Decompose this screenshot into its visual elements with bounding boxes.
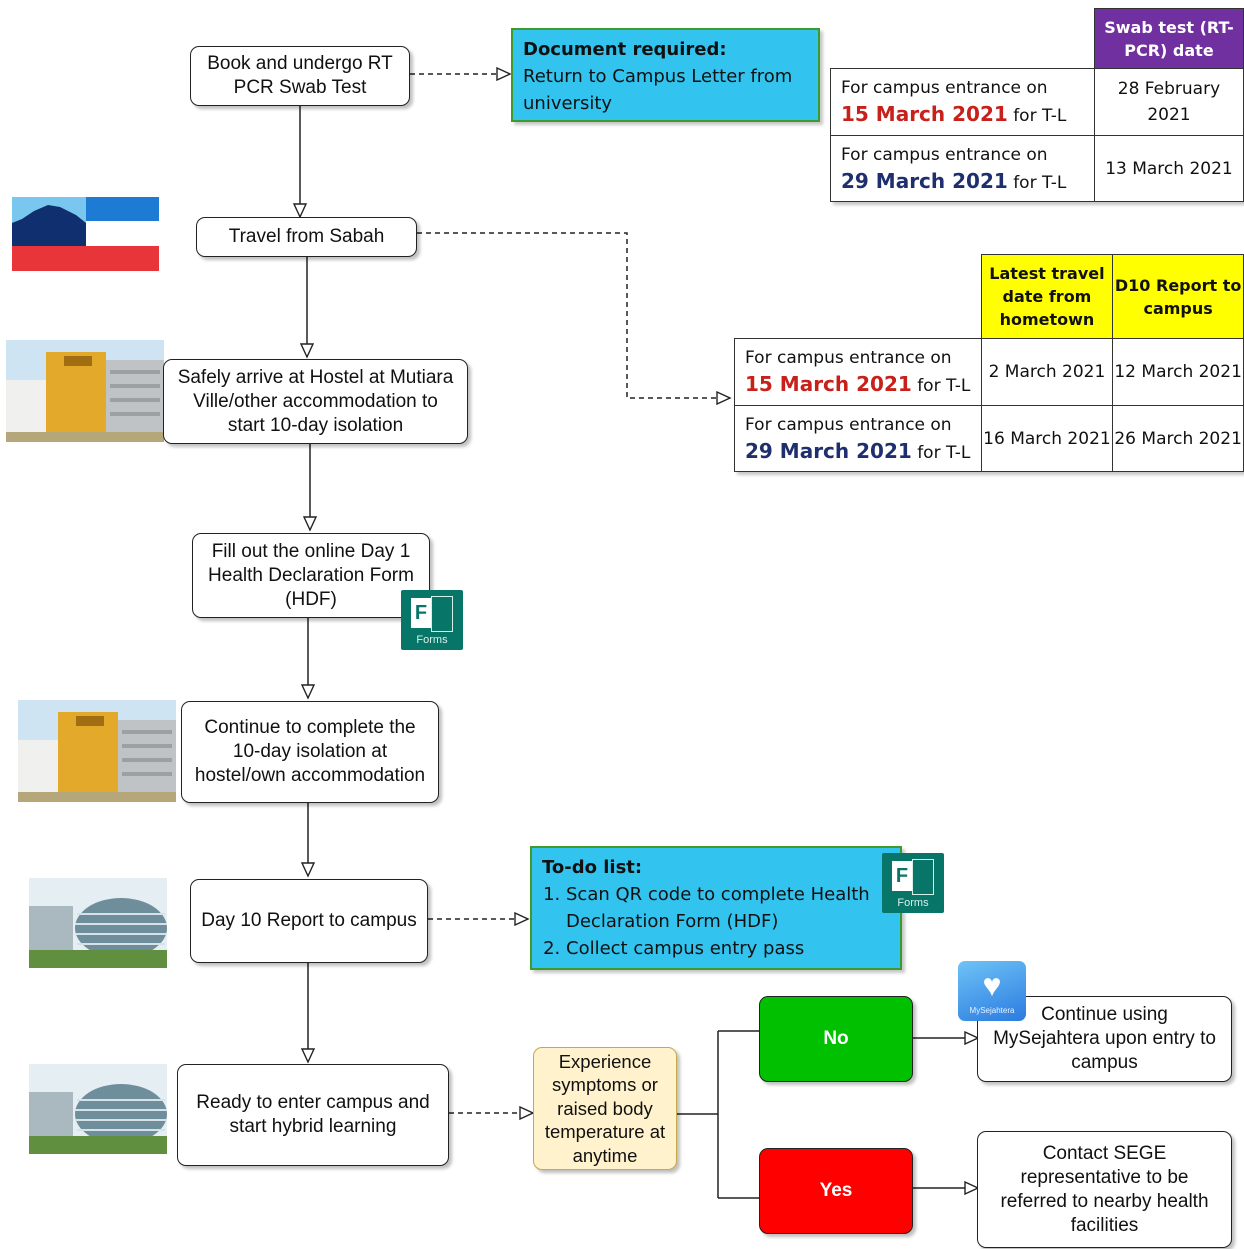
node-fill-hdf: Fill out the online Day 1 Health Declara… — [192, 533, 430, 618]
campus-building-image — [29, 878, 167, 968]
sabah-flag-image — [12, 197, 159, 271]
row-date: 15 March 2021 — [841, 102, 1008, 126]
swab-row-label: For campus entrance on 15 March 2021 for… — [830, 68, 1095, 136]
travel-table-header-d10: D10 Report to campus — [1112, 254, 1244, 339]
row-suffix: for T-L — [917, 442, 971, 463]
swab-row-value: 28 February 2021 — [1093, 68, 1244, 136]
todo-list-items: Scan QR code to complete Health Declarat… — [542, 881, 870, 962]
node-contact-sege: Contact SEGE representative to be referr… — [977, 1131, 1232, 1248]
travel-row-latest: 2 March 2021 — [980, 338, 1114, 406]
swab-test-date-table: Swab test (RT-PCR) date For campus entra… — [830, 8, 1244, 202]
row-prefix: For campus entrance on — [745, 348, 952, 368]
table-row: For campus entrance on 15 March 2021 for… — [734, 338, 1244, 406]
row-suffix: for T-L — [1013, 106, 1067, 126]
node-day10-report: Day 10 Report to campus — [190, 879, 428, 963]
node-travel-from-sabah: Travel from Sabah — [196, 217, 417, 257]
todo-item-entry-pass: Collect campus entry pass — [566, 935, 870, 962]
row-suffix: for T-L — [1013, 172, 1067, 193]
document-required-callout: Document required: Return to Campus Lett… — [511, 28, 820, 122]
row-prefix: For campus entrance on — [841, 144, 1048, 165]
todo-list-heading: To-do list: — [542, 857, 643, 878]
todo-item-scan-qr: Scan QR code to complete Health Declarat… — [566, 881, 870, 935]
node-book-swab-test: Book and undergo RT PCR Swab Test — [190, 46, 410, 106]
mysejahtera-icon-caption: MySejahtera — [969, 1006, 1015, 1015]
table-row: For campus entrance on 29 March 2021 for… — [830, 135, 1244, 202]
todo-list-callout: To-do list: Scan QR code to complete Hea… — [530, 846, 902, 970]
row-prefix: For campus entrance on — [745, 414, 952, 435]
swab-row-value: 13 March 2021 — [1093, 135, 1244, 202]
decision-yes: Yes — [759, 1148, 913, 1234]
table-row: For campus entrance on 15 March 2021 for… — [830, 68, 1244, 136]
row-date: 15 March 2021 — [745, 372, 912, 396]
swab-table-header: Swab test (RT-PCR) date — [1093, 8, 1244, 69]
forms-icon-caption: Forms — [897, 897, 929, 909]
microsoft-forms-icon-2: F Forms — [882, 853, 944, 913]
travel-row-label: For campus entrance on 29 March 2021 for… — [734, 405, 982, 472]
row-date: 29 March 2021 — [745, 438, 912, 463]
microsoft-forms-icon: F Forms — [401, 590, 463, 650]
hostel-building-image-2 — [18, 700, 176, 802]
forms-icon-caption: Forms — [416, 634, 448, 646]
row-suffix: for T-L — [917, 376, 971, 396]
travel-row-report: 12 March 2021 — [1112, 338, 1244, 406]
row-date: 29 March 2021 — [841, 168, 1008, 193]
document-required-text: Return to Campus Letter from university — [523, 66, 793, 114]
node-arrive-hostel: Safely arrive at Hostel at Mutiara Ville… — [163, 359, 468, 444]
branch-symptoms — [677, 1030, 759, 1199]
node-continue-isolation: Continue to complete the 10-day isolatio… — [181, 701, 439, 803]
travel-row-latest: 16 March 2021 — [980, 405, 1114, 472]
arrow-travel-to-table — [417, 232, 730, 398]
travel-table-header-latest: Latest travel date from hometown — [980, 254, 1114, 339]
swab-table-corner — [831, 9, 1095, 69]
campus-building-image-2 — [29, 1064, 167, 1154]
travel-row-label: For campus entrance on 15 March 2021 for… — [734, 338, 982, 406]
table-row: For campus entrance on 29 March 2021 for… — [734, 405, 1244, 472]
travel-row-report: 26 March 2021 — [1112, 405, 1244, 472]
swab-row-label: For campus entrance on 29 March 2021 for… — [830, 135, 1095, 202]
decision-no: No — [759, 996, 913, 1082]
mysejahtera-app-icon: ♥ MySejahtera — [958, 961, 1026, 1021]
hostel-building-image — [6, 340, 164, 442]
node-symptoms-decision: Experience symptoms or raised body tempe… — [533, 1047, 677, 1170]
document-required-heading: Document required: — [523, 39, 727, 60]
travel-table-corner — [735, 255, 982, 339]
node-ready-campus: Ready to enter campus and start hybrid l… — [177, 1064, 449, 1166]
travel-report-date-table: Latest travel date from hometown D10 Rep… — [734, 254, 1244, 472]
row-prefix: For campus entrance on — [841, 78, 1048, 98]
